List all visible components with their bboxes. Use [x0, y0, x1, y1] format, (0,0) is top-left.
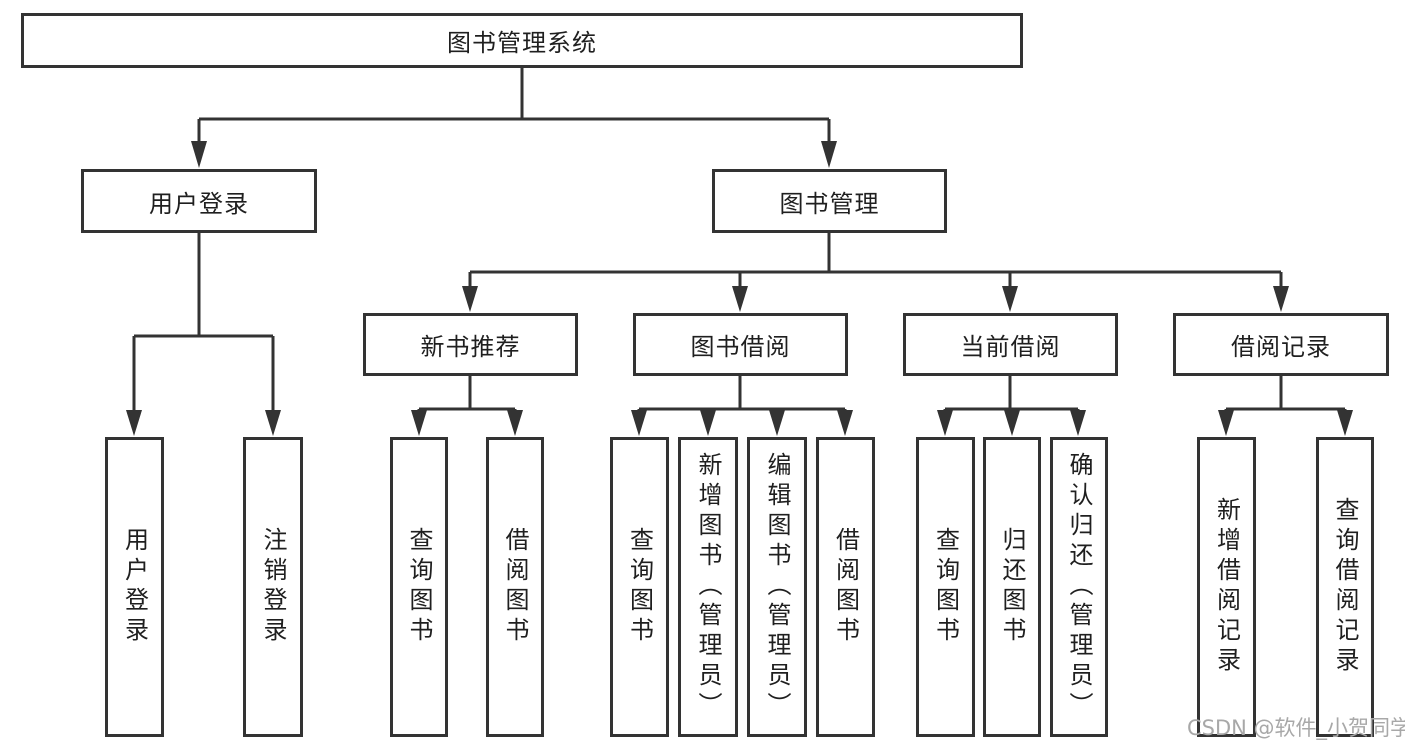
leaf-user-login: 用户登录	[105, 437, 164, 737]
connector-management	[468, 233, 1283, 289]
connector-recommend	[417, 376, 517, 413]
connector-root	[197, 68, 831, 144]
leaf-borrow-books: 借阅图书	[816, 437, 875, 737]
leaf-logout: 注销登录	[243, 437, 303, 737]
csdn-watermark: CSDN @软件_小贺同学	[1187, 716, 1405, 740]
leaf-borrow-books-recommend: 借阅图书	[486, 437, 544, 737]
leaf-query-books-borrow: 查询图书	[610, 437, 669, 737]
leaf-query-borrow-record: 查询借阅记录	[1316, 437, 1374, 737]
leaf-return-books: 归还图书	[983, 437, 1041, 737]
arrowheads	[126, 141, 1353, 436]
leaf-edit-books-admin: 编辑图书（管理员）	[747, 437, 807, 737]
connector-login	[132, 232, 275, 412]
node-new-book-recommend: 新书推荐	[363, 313, 578, 376]
connector-current	[943, 376, 1080, 413]
node-current-borrow: 当前借阅	[903, 313, 1118, 376]
connector-borrow	[637, 376, 847, 413]
node-root: 图书管理系统	[21, 13, 1023, 68]
leaf-query-books-recommend: 查询图书	[390, 437, 448, 737]
connector-records	[1224, 376, 1347, 413]
node-book-management: 图书管理	[712, 169, 947, 233]
leaf-add-books-admin: 新增图书（管理员）	[678, 437, 738, 737]
node-borrow-records: 借阅记录	[1173, 313, 1389, 376]
leaf-confirm-return-admin: 确认归还（管理员）	[1050, 437, 1108, 737]
node-book-borrow: 图书借阅	[633, 313, 848, 376]
node-user-login: 用户登录	[81, 169, 317, 233]
leaf-query-books-current: 查询图书	[916, 437, 975, 737]
leaf-add-borrow-record: 新增借阅记录	[1197, 437, 1256, 737]
